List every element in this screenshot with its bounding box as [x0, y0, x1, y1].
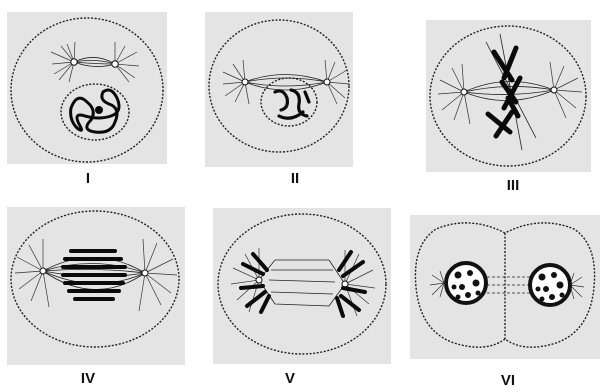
stage-III-label: III: [493, 177, 533, 194]
stage-II-panel: [205, 12, 353, 167]
cell-membrane: [218, 214, 386, 354]
centrosome-left: [40, 268, 46, 274]
centrosome-right: [551, 87, 557, 93]
spindle-fibers: [259, 260, 345, 306]
stage-IV-panel: [7, 207, 185, 365]
metaphase-plate: [63, 251, 125, 299]
stage-VI-drawing: [410, 215, 600, 359]
stage-I-label: I: [68, 170, 108, 187]
stage-VI-label: VI: [488, 372, 528, 389]
centrosome-left: [461, 89, 467, 95]
aster-right: [115, 42, 139, 82]
nucleolus: [95, 106, 103, 114]
spindle-fibers: [74, 57, 115, 66]
centrosome-left: [256, 277, 262, 283]
centrosome-right: [112, 61, 118, 67]
stage-IV-drawing: [7, 207, 185, 365]
stage-V-label: V: [270, 370, 310, 387]
chromatin: [71, 90, 119, 132]
centrosome-right: [324, 79, 330, 85]
daughter-nucleus-right: [530, 265, 570, 305]
stage-II-label: II: [275, 170, 315, 187]
aster-left: [430, 271, 444, 297]
stage-II-drawing: [205, 12, 353, 167]
stage-V-panel: [213, 208, 391, 364]
centrosome-right: [142, 270, 148, 276]
centrosome-left: [242, 79, 248, 85]
daughter-nucleus-left: [446, 263, 486, 303]
stage-V-drawing: [213, 208, 391, 364]
cell-membrane: [11, 211, 179, 347]
stage-III-drawing: [426, 20, 591, 172]
stage-IV-label: IV: [68, 370, 108, 387]
stage-I-drawing: [7, 12, 167, 164]
centrosome-left: [71, 59, 77, 65]
aster-right: [570, 273, 584, 299]
cell-membrane: [11, 18, 163, 162]
midbody-fibers: [482, 277, 530, 293]
spindle-fibers: [245, 75, 327, 91]
chromosomes-right: [337, 252, 365, 316]
stage-VI-panel: [410, 215, 600, 359]
chromosomes: [275, 90, 309, 118]
aster-right: [345, 250, 375, 316]
stage-III-panel: [426, 20, 591, 172]
chromosomes-left: [241, 254, 269, 312]
chromosomes: [488, 48, 520, 136]
stage-I-panel: [7, 12, 167, 164]
